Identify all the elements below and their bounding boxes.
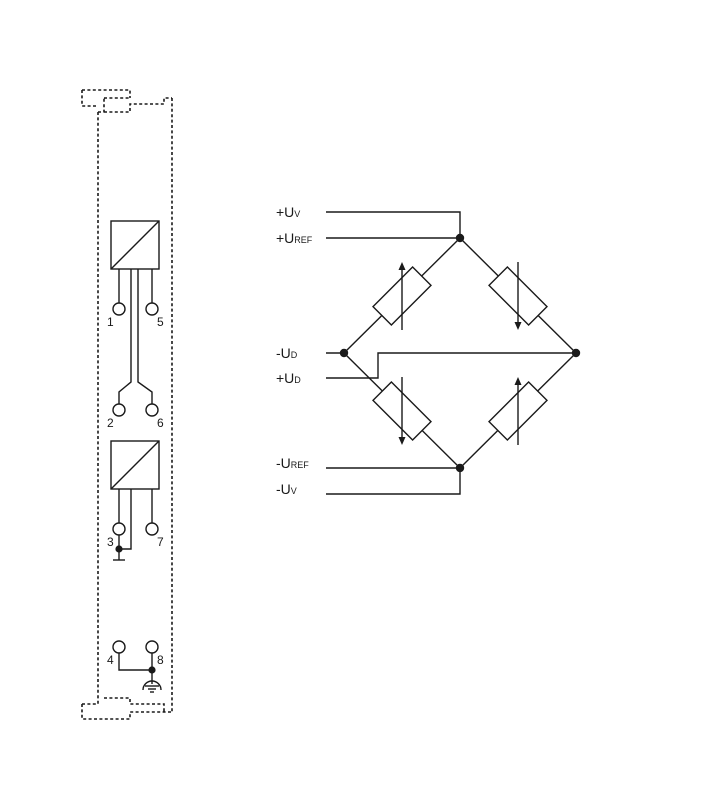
earth-wiring	[118, 653, 162, 693]
terminal-2	[112, 403, 126, 417]
terminal-7	[145, 522, 159, 536]
block2-wiring	[113, 489, 153, 561]
node-top	[455, 233, 465, 243]
terminal-label-6: 6	[157, 416, 164, 430]
label-plus-uv: +UV	[276, 204, 300, 220]
block1-wiring	[118, 269, 153, 404]
resistor-top-left	[372, 262, 432, 330]
terminal-8	[145, 640, 159, 654]
terminal-1	[112, 302, 126, 316]
label-minus-ud: -UD	[276, 345, 298, 361]
terminal-points	[112, 302, 159, 654]
terminal-5	[145, 302, 159, 316]
bridge-lead-wires	[326, 211, 576, 495]
label-plus-uref: +UREF	[276, 230, 313, 246]
terminal-label-8: 8	[157, 653, 164, 667]
label-plus-ud: +UD	[276, 370, 301, 386]
bridge-nodes	[339, 233, 581, 473]
resistor-bottom-right	[488, 377, 548, 445]
terminal-label-7: 7	[157, 535, 164, 549]
terminal-labels: 1 5 2 6 3 7 4 8	[107, 315, 164, 667]
node-bottom	[455, 463, 465, 473]
signal-labels: +UV +UREF -UD +UD -UREF -UV	[276, 204, 313, 497]
terminal-label-2: 2	[107, 416, 114, 430]
terminal-3	[112, 522, 126, 536]
terminal-6	[145, 403, 159, 417]
module-housing	[81, 89, 173, 720]
label-minus-uv: -UV	[276, 481, 297, 497]
node-right	[571, 348, 581, 358]
terminal-label-5: 5	[157, 315, 164, 329]
terminal-4	[112, 640, 126, 654]
resistor-bottom-left	[372, 377, 432, 445]
label-minus-uref: -UREF	[276, 455, 309, 471]
resistor-top-right	[488, 262, 548, 330]
terminal-label-1: 1	[107, 315, 114, 329]
node-left	[339, 348, 349, 358]
converter-block-2	[110, 440, 160, 490]
terminal-label-4: 4	[107, 653, 114, 667]
terminal-label-3: 3	[107, 535, 114, 549]
converter-block-1	[110, 220, 160, 270]
